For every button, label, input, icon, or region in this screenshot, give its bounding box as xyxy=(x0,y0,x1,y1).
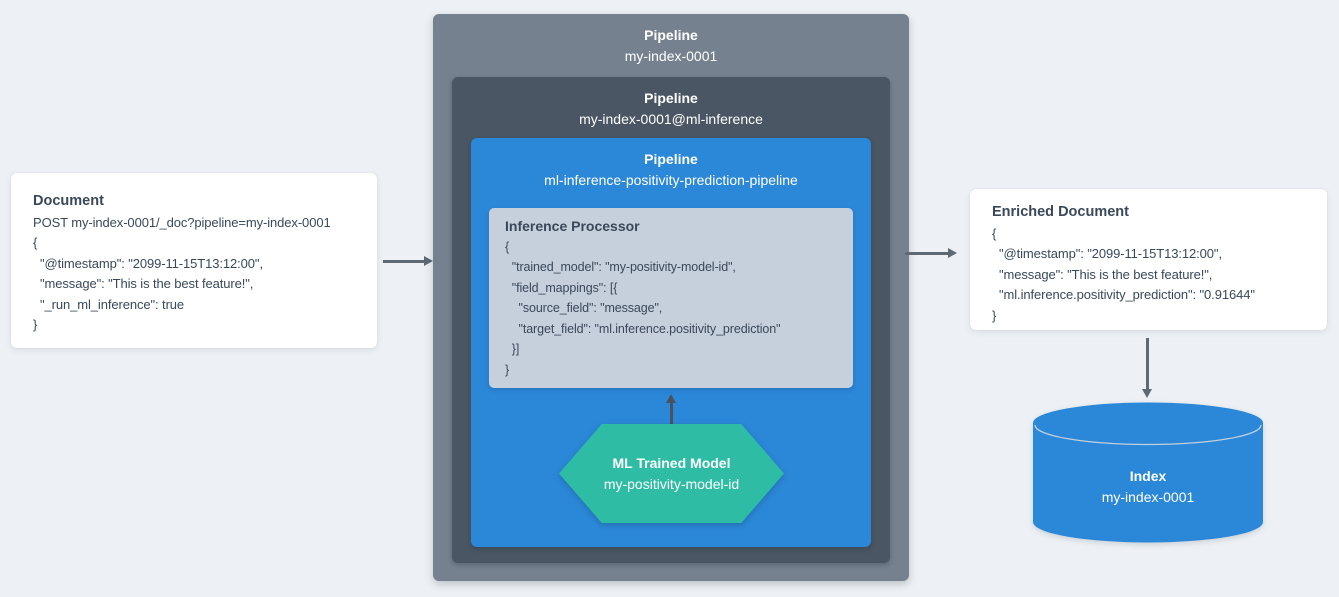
inference-processor-box: Inference Processor { "trained_model": "… xyxy=(489,208,853,388)
index-name: my-index-0001 xyxy=(1101,488,1195,505)
inference-processor-title: Inference Processor xyxy=(505,218,640,234)
pipeline-inference-name: my-index-0001@ml-inference xyxy=(579,110,763,127)
pipeline-inference-label: Pipeline xyxy=(644,90,698,106)
pipeline-inference-box: Pipeline my-index-0001@ml-inference Pipe… xyxy=(452,77,890,563)
enriched-document-card: Enriched Document { "@timestamp": "2099-… xyxy=(970,189,1327,330)
arrow-enriched-to-index xyxy=(1146,338,1149,390)
index-cylinder: Index my-index-0001 xyxy=(1033,402,1263,543)
index-cylinder-text: Index my-index-0001 xyxy=(1033,466,1263,507)
ml-trained-model-shape: ML Trained Model my-positivity-model-id xyxy=(559,424,784,523)
pipeline-inference-header: Pipeline my-index-0001@ml-inference xyxy=(452,77,890,129)
pipeline-ml-header: Pipeline ml-inference-positivity-predict… xyxy=(471,138,871,190)
ml-trained-model-title: ML Trained Model xyxy=(612,455,731,471)
inference-processor-code: { "trained_model": "my-positivity-model-… xyxy=(505,239,781,377)
enriched-document-code: { "@timestamp": "2099-11-15T13:12:00", "… xyxy=(992,225,1255,323)
pipeline-ml-name: ml-inference-positivity-prediction-pipel… xyxy=(544,171,798,188)
document-card-title: Document xyxy=(33,193,104,209)
document-card: Document POST my-index-0001/_doc?pipelin… xyxy=(11,173,377,348)
pipeline-outer-box: Pipeline my-index-0001 Pipeline my-index… xyxy=(433,14,909,581)
enriched-document-title: Enriched Document xyxy=(992,204,1129,220)
arrow-model-to-processor xyxy=(670,402,673,424)
arrow-document-to-pipeline xyxy=(383,260,425,263)
pipeline-ml-box: Pipeline ml-inference-positivity-predict… xyxy=(471,138,871,547)
pipeline-outer-name: my-index-0001 xyxy=(624,47,718,64)
ml-trained-model-hexagon: ML Trained Model my-positivity-model-id xyxy=(559,424,784,523)
index-cylinder-shape xyxy=(1033,402,1263,543)
pipeline-outer-label: Pipeline xyxy=(644,27,698,43)
ml-trained-model-name: my-positivity-model-id xyxy=(603,475,740,492)
document-card-code: POST my-index-0001/_doc?pipeline=my-inde… xyxy=(33,214,331,333)
arrow-pipeline-to-enriched xyxy=(905,252,949,255)
index-title: Index xyxy=(1129,468,1167,484)
pipeline-outer-header: Pipeline my-index-0001 xyxy=(433,14,909,66)
pipeline-ml-label: Pipeline xyxy=(644,151,698,167)
